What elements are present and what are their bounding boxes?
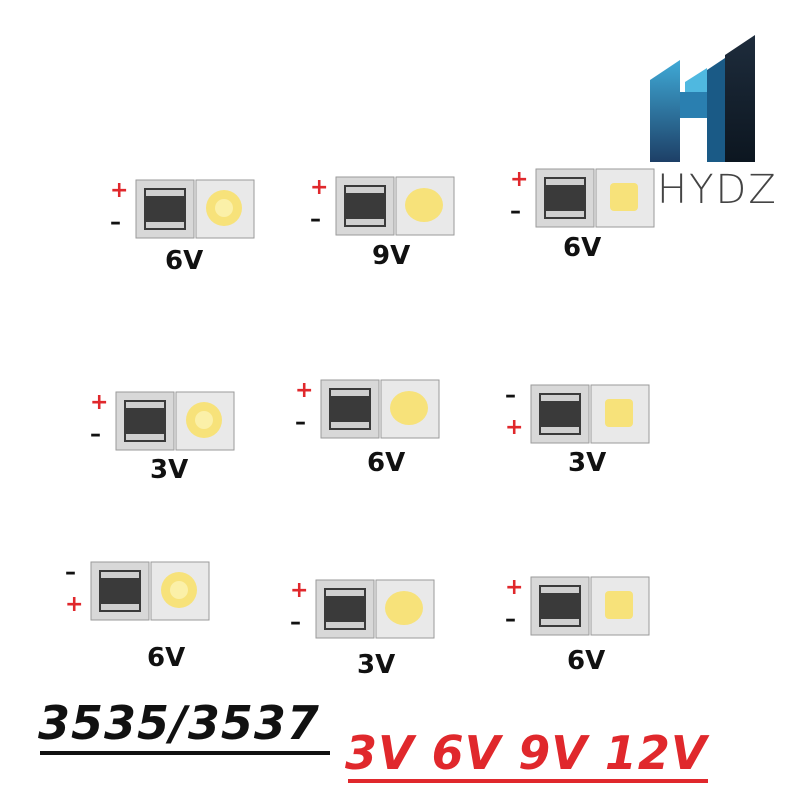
led-package: –+ <box>505 383 675 493</box>
polarity-bottom-label: – <box>90 422 101 447</box>
polarity-bottom-label: + <box>505 415 524 440</box>
polarity-bottom-label: – <box>295 410 306 435</box>
led-package: +– <box>295 378 465 488</box>
polarity-top-label: + <box>295 378 314 403</box>
logo-text: HYDZ <box>657 167 778 213</box>
polarity-top-label: – <box>505 383 516 408</box>
polarity-top-label: + <box>310 175 329 200</box>
voltage-options: 3V 6V 9V 12V <box>345 726 708 780</box>
voltage-label: 9V <box>372 241 411 271</box>
polarity-top-label: + <box>110 178 129 203</box>
polarity-top-label: + <box>510 167 529 192</box>
led-package: +– <box>90 390 260 500</box>
led-package: –+ <box>65 560 235 670</box>
voltage-label: 6V <box>367 448 406 478</box>
model-underline <box>40 751 330 755</box>
led-package: +– <box>510 167 680 277</box>
voltage-label: 6V <box>165 246 204 276</box>
led-package: +– <box>310 175 480 285</box>
polarity-top-label: + <box>505 575 524 600</box>
voltages-underline <box>348 779 708 783</box>
voltage-label: 3V <box>568 448 607 478</box>
building-h-logo-icon <box>650 35 755 162</box>
led-package: +– <box>505 575 675 685</box>
polarity-top-label: – <box>65 560 76 585</box>
polarity-bottom-label: – <box>310 207 321 232</box>
voltage-label: 3V <box>357 650 396 680</box>
voltage-label: 3V <box>150 455 189 485</box>
hydz-logo: HYDZ <box>645 30 776 220</box>
polarity-bottom-label: – <box>110 210 121 235</box>
polarity-top-label: + <box>90 390 109 415</box>
polarity-bottom-label: – <box>505 607 516 632</box>
led-package: +– <box>110 178 280 288</box>
led-package: +– <box>290 578 460 688</box>
voltage-label: 6V <box>563 233 602 263</box>
polarity-bottom-label: – <box>290 610 301 635</box>
polarity-bottom-label: + <box>65 592 84 617</box>
voltage-label: 6V <box>147 643 186 673</box>
polarity-bottom-label: – <box>510 199 521 224</box>
voltage-label: 6V <box>567 646 606 676</box>
polarity-top-label: + <box>290 578 309 603</box>
model-number: 3535/3537 <box>38 696 320 750</box>
